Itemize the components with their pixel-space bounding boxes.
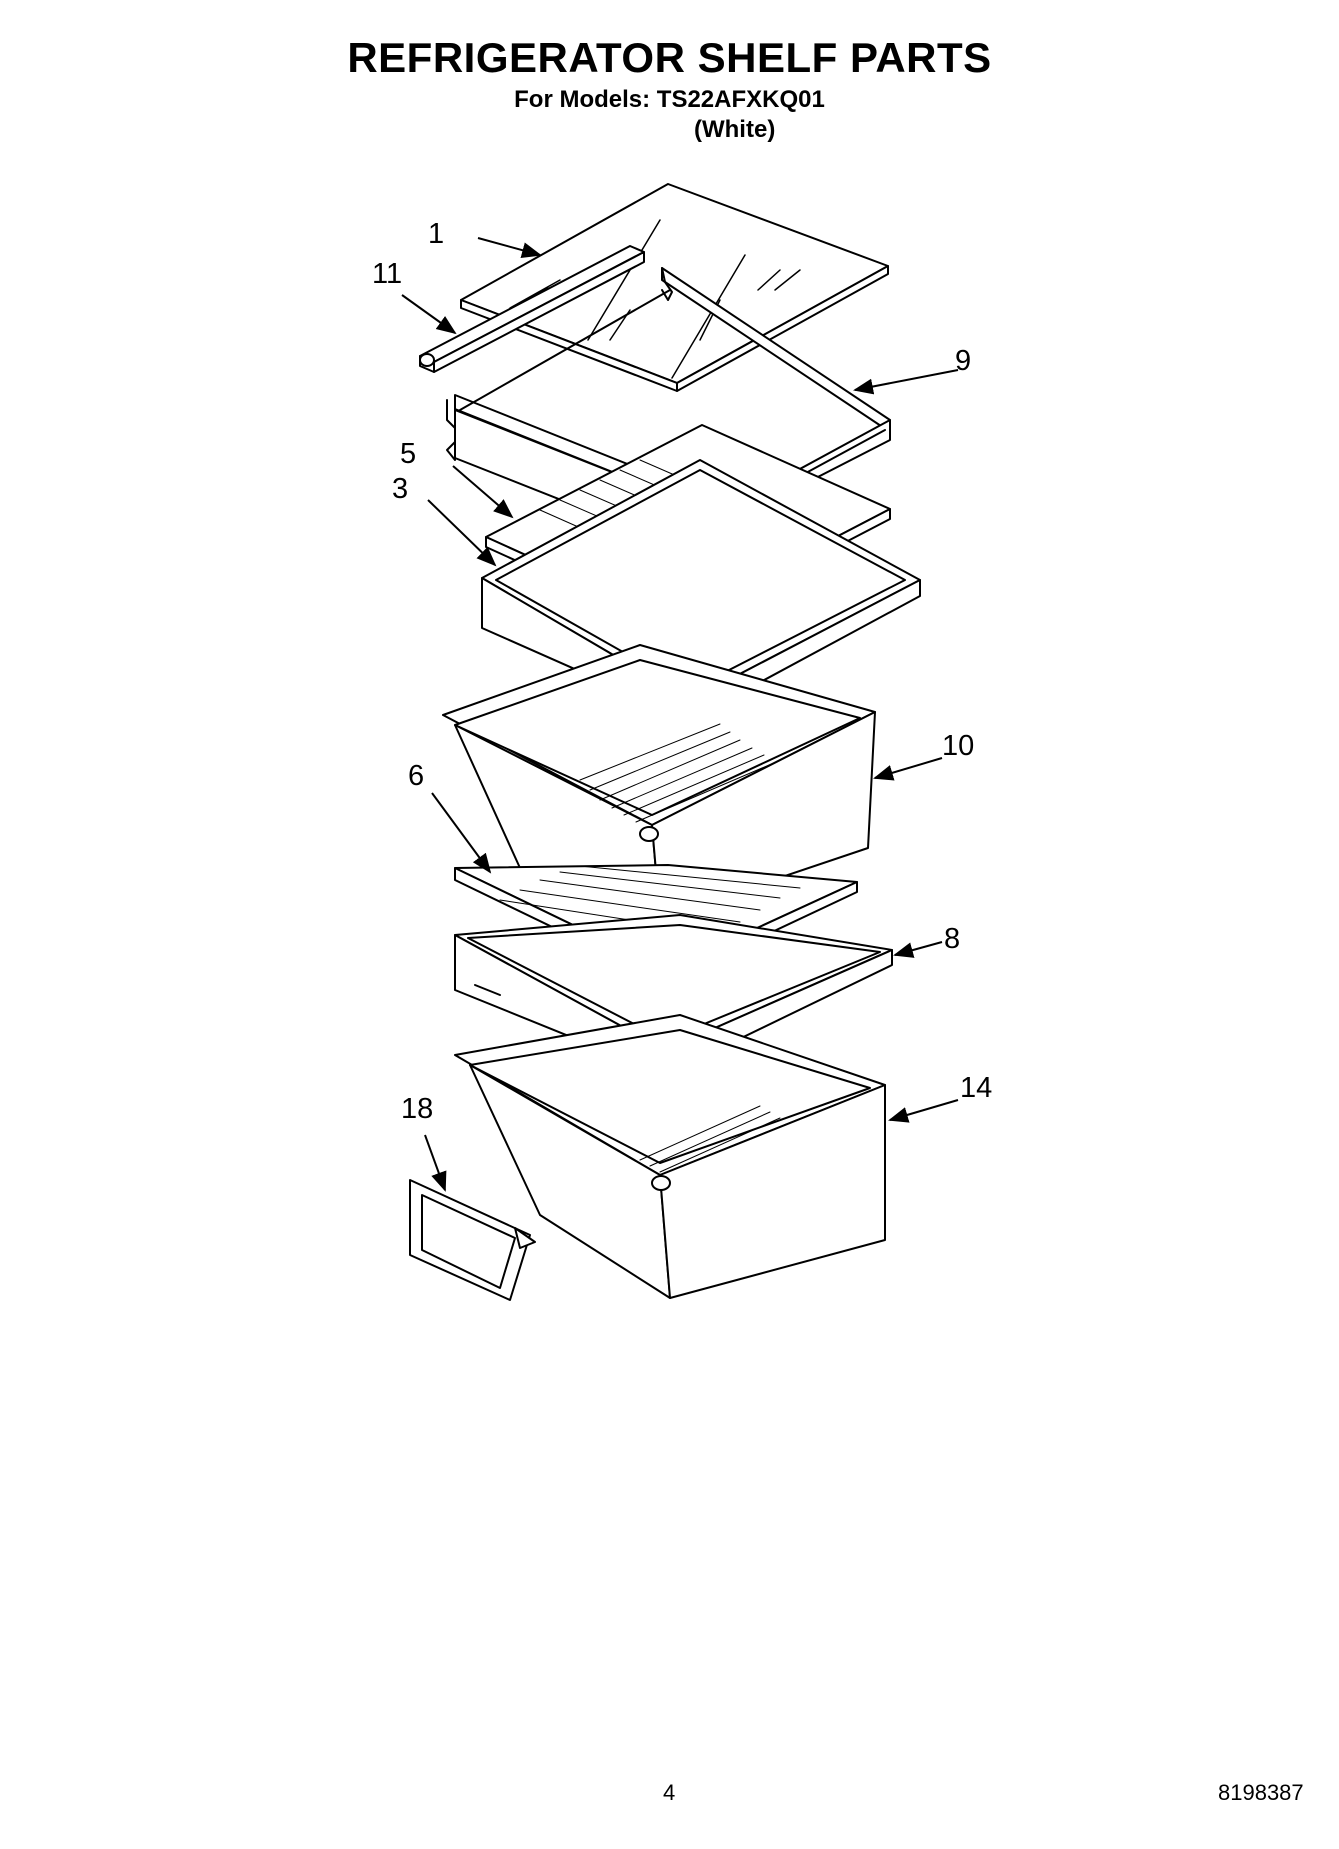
page-number: 4 [663,1780,676,1805]
callout-1: 1 [428,218,444,250]
callout-11: 11 [372,258,402,290]
callout-9: 9 [955,345,971,377]
front-trim-part-11 [419,245,645,373]
models-line: For Models: TS22AFXKQ01 [514,86,825,113]
callout-labels: 1 11 9 5 3 10 6 8 18 14 [372,218,992,1125]
label-holder-part-18 [409,1179,536,1301]
callout-5: 5 [400,438,416,470]
callout-10: 10 [942,730,974,762]
callout-14: 14 [960,1072,992,1104]
callout-18: 18 [401,1093,433,1125]
document-number: 8198387 [1218,1780,1304,1805]
crisper-drawer-part-14 [454,1014,886,1299]
color-note: (White) [694,116,776,143]
callout-6: 6 [408,760,424,792]
callout-3: 3 [392,473,408,505]
page-title: REFRIGERATOR SHELF PARTS [347,34,992,81]
callout-8: 8 [944,923,960,955]
